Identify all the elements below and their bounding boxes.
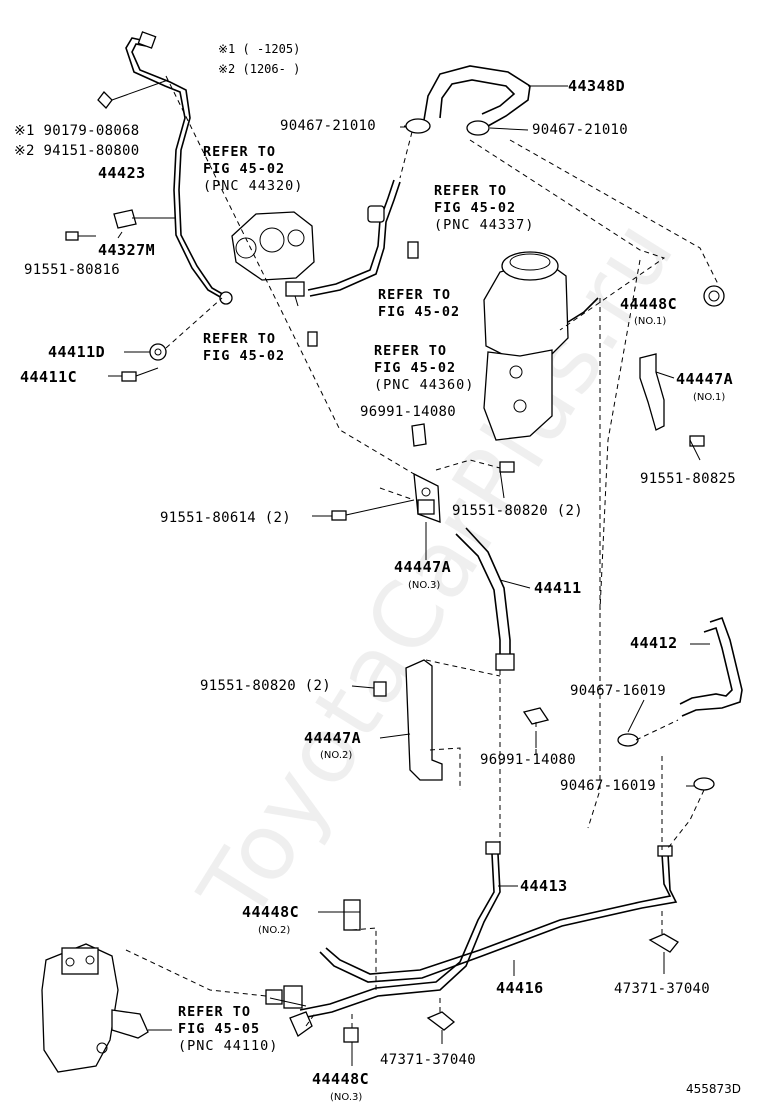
label-90179-08068: ※1 90179-08068	[14, 123, 140, 139]
clip-96991-14080-lower	[522, 707, 550, 725]
clamp-44448C-no3	[343, 1027, 359, 1043]
refer-fig-45-02-pnc-44360[interactable]: REFER TO FIG 45-02 (PNC 44360)	[374, 343, 474, 394]
refer-line-2: FIG 45-05	[178, 1021, 261, 1037]
label-44411D: 44411D	[48, 343, 106, 361]
label-44423: 44423	[98, 164, 146, 182]
clamp-90467-16019-a	[617, 733, 639, 747]
label-96991-14080-lower: 96991-14080	[480, 752, 577, 768]
refer-line-2: FIG 45-02	[434, 200, 517, 216]
label-94151-80800: ※2 94151-80800	[14, 143, 140, 159]
tube-44413	[299, 841, 501, 1019]
bolt-91551-80820-lower	[373, 681, 387, 697]
suction-tube	[307, 179, 401, 297]
refer-fig-45-05-pnc-44110[interactable]: REFER TO FIG 45-05 (PNC 44110)	[178, 1004, 278, 1055]
refer-line-2: FIG 45-02	[378, 304, 461, 320]
label-44413: 44413	[520, 877, 568, 895]
power-steering-pump	[231, 211, 315, 307]
clip-96991-14080-upper	[411, 423, 427, 447]
hose-44348D	[423, 65, 568, 127]
label-44327M: 44327M	[98, 241, 156, 259]
label-47371-37040-left: 47371-37040	[380, 1052, 477, 1068]
label-90467-21010-right: 90467-21010	[532, 122, 629, 138]
reservoir-bolt	[407, 241, 419, 259]
clamp-44411D	[149, 297, 223, 361]
bolt-44411C	[121, 367, 159, 382]
refer-fig-45-02-pnc-44337[interactable]: REFER TO FIG 45-02 (PNC 44337)	[434, 183, 534, 234]
label-44411C: 44411C	[20, 368, 78, 386]
refer-line-3: (PNC 44360)	[374, 377, 475, 393]
bracket-44327M	[113, 209, 175, 229]
label-44448C-no3: 44448C	[312, 1070, 370, 1088]
label-91551-80820-lower: 91551-80820 (2)	[200, 678, 331, 694]
label-44447A-no3: 44447A	[394, 558, 452, 576]
dashed-reference-lines	[125, 75, 719, 1028]
bracket-44447A-no1	[639, 353, 665, 431]
pressure-hose-44411	[455, 527, 531, 671]
refer-line-1: REFER TO	[434, 183, 508, 199]
bracket-44447A-no2	[405, 659, 443, 781]
leader-lines	[108, 126, 701, 1066]
label-90467-16019-b: 90467-16019	[560, 778, 657, 794]
refer-fig-45-02-pump-bolt[interactable]: REFER TO FIG 45-02	[203, 331, 285, 365]
bolt-91551-80816	[65, 231, 96, 241]
label-44448C-no3-sub: (NO.3)	[330, 1092, 363, 1103]
label-44448C-no1: 44448C	[620, 295, 678, 313]
label-91551-80825: 91551-80825	[640, 471, 737, 487]
refer-line-1: REFER TO	[378, 287, 452, 303]
refer-line-3: (PNC 44320)	[203, 178, 304, 194]
diagram-id: 455873D	[686, 1082, 742, 1096]
label-44447A-no2-sub: (NO.2)	[320, 750, 353, 761]
clamp-90467-16019-b	[693, 777, 715, 791]
refer-line-3: (PNC 44337)	[434, 217, 535, 233]
clip-90179	[97, 79, 169, 109]
refer-line-1: REFER TO	[178, 1004, 252, 1020]
refer-fig-45-02-pnc-44320[interactable]: REFER TO FIG 45-02 (PNC 44320)	[203, 144, 303, 195]
label-44448C-no2-sub: (NO.2)	[258, 925, 291, 936]
bolt-91551-80820-upper	[499, 461, 515, 473]
label-44448C-no1-sub: (NO.1)	[634, 316, 667, 327]
refer-line-3: (PNC 44110)	[178, 1038, 279, 1054]
reservoir-tank	[483, 251, 599, 441]
label-91551-80820-upper: 91551-80820 (2)	[452, 503, 583, 519]
refer-line-2: FIG 45-02	[203, 348, 286, 364]
pump-bolt	[307, 331, 318, 347]
label-44448C-no2: 44448C	[242, 903, 300, 921]
pressure-tube-44423	[125, 31, 233, 305]
label-44416: 44416	[496, 979, 544, 997]
refer-line-1: REFER TO	[203, 331, 277, 347]
label-47371-37040-right: 47371-37040	[614, 981, 711, 997]
bolt-91551-80614	[331, 499, 415, 521]
label-44447A-no1: 44447A	[676, 370, 734, 388]
clamp-47371-37040-left	[426, 1011, 456, 1031]
label-44447A-no3-sub: (NO.3)	[408, 580, 441, 591]
bracket-44447A-no3	[413, 472, 441, 523]
clamp-90467-21010-left	[404, 118, 431, 134]
clamp-44448C-no2	[343, 899, 361, 931]
label-44412: 44412	[630, 634, 678, 652]
label-44447A-no1-sub: (NO.1)	[693, 392, 726, 403]
label-44348D: 44348D	[568, 77, 626, 95]
tube-44416	[319, 845, 678, 983]
note-1: ※1 ( -1205)	[218, 42, 301, 56]
refer-line-1: REFER TO	[203, 144, 277, 160]
refer-line-1: REFER TO	[374, 343, 448, 359]
label-44447A-no2: 44447A	[304, 729, 362, 747]
refer-fig-45-02-bolt[interactable]: REFER TO FIG 45-02	[378, 287, 460, 321]
clamp-47371-37040-right	[648, 933, 679, 953]
note-2: ※2 (1206- )	[218, 62, 301, 76]
label-44411: 44411	[534, 579, 582, 597]
label-90467-21010-left: 90467-21010	[280, 118, 377, 134]
hose-44412	[679, 616, 743, 717]
label-91551-80614: 91551-80614 (2)	[160, 510, 291, 526]
label-91551-80816: 91551-80816	[24, 262, 121, 278]
label-96991-14080-upper: 96991-14080	[360, 404, 457, 420]
clamp-44448C-no1	[703, 285, 725, 307]
clamp-90467-21010-right	[466, 120, 529, 136]
steering-gear-box	[41, 943, 149, 1073]
refer-line-2: FIG 45-02	[203, 161, 286, 177]
refer-line-2: FIG 45-02	[374, 360, 457, 376]
label-90467-16019-a: 90467-16019	[570, 683, 667, 699]
